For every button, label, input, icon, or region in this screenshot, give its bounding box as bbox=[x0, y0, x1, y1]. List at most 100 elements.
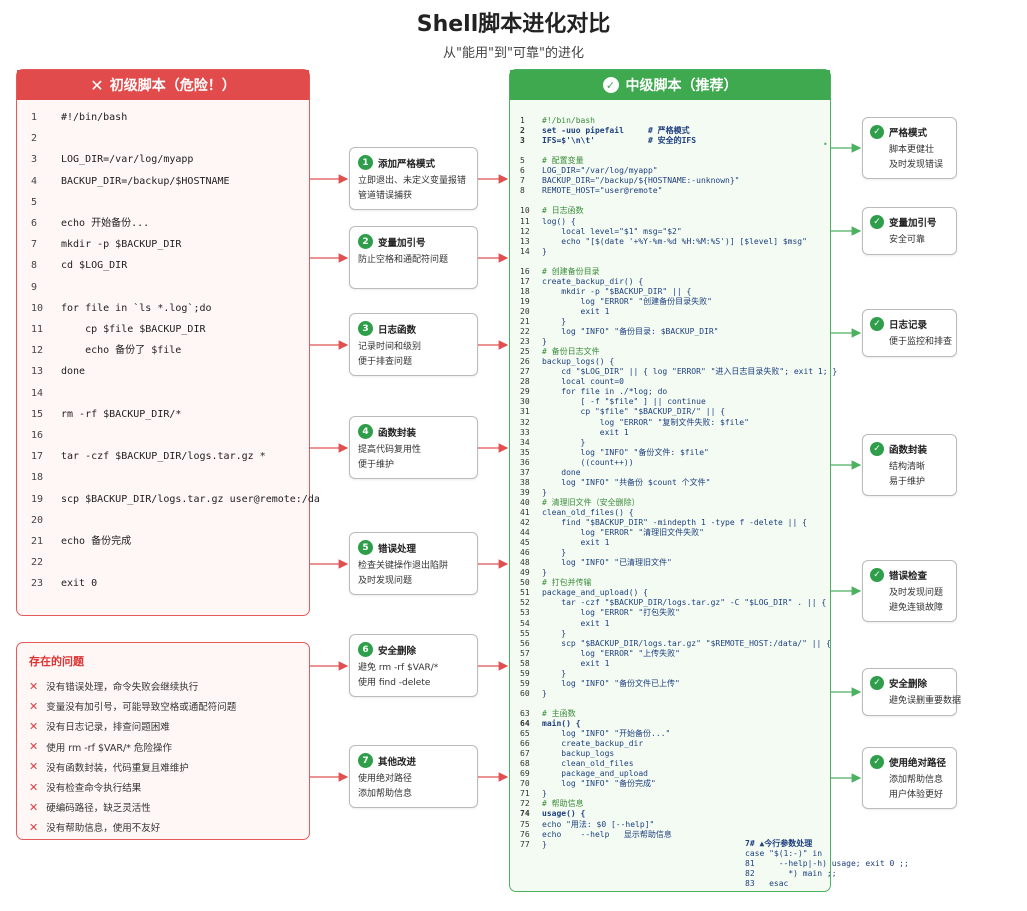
line-text: # 帮助信息 bbox=[542, 799, 584, 809]
step-description: 防止空格和通配符问题 bbox=[358, 253, 469, 268]
code-line: 11 cp $file $BACKUP_DIR bbox=[17, 320, 309, 340]
step-desc-line: 提高代码复用性 bbox=[358, 445, 422, 455]
line-text: mkdir -p "$BACKUP_DIR" || { bbox=[542, 286, 692, 296]
line-text: #!/bin/bash bbox=[61, 112, 128, 123]
line-text: echo "[$(date '+%Y-%m-%d %H:%M:%S')] [$l… bbox=[542, 236, 807, 246]
line-number: 3 bbox=[520, 136, 525, 146]
code-line: 19 log "ERROR" "创建备份目录失败" bbox=[510, 297, 832, 307]
issue-text: 硬编码路径，缺乏灵活性 bbox=[46, 803, 151, 815]
line-text: log "INFO" "共备份 $count 个文件" bbox=[542, 477, 711, 487]
code-line: 69 package_and_upload bbox=[510, 769, 832, 779]
line-text: cd "$LOG_DIR" || { log "ERROR" "进入日志目录失败… bbox=[542, 367, 838, 377]
line-number: 66 bbox=[520, 739, 530, 749]
line-number: 15 bbox=[31, 408, 44, 420]
code-line: 59 } bbox=[510, 669, 832, 679]
line-text: exit 1 bbox=[542, 618, 610, 628]
step-title: 函数封装 bbox=[378, 427, 417, 439]
line-number: 6 bbox=[520, 166, 525, 176]
line-text: backup_logs() { bbox=[542, 357, 615, 367]
line-number: 50 bbox=[520, 578, 530, 588]
line-number: 4 bbox=[31, 175, 38, 187]
code-line: 35 log "INFO" "备份文件: $file" bbox=[510, 448, 832, 458]
code-line: 21 } bbox=[510, 317, 832, 327]
side-code-line: 83 esac bbox=[745, 879, 789, 889]
benefit-box: ✓使用绝对路径添加帮助信息用户体验更好 bbox=[862, 747, 957, 809]
line-text: } bbox=[542, 317, 567, 326]
line-text: } bbox=[542, 548, 567, 558]
benefit-head: ✓安全删除 bbox=[870, 676, 949, 690]
cross-icon: ✕ bbox=[29, 760, 39, 774]
code-line: 29 for file in ./*log; do bbox=[510, 387, 832, 397]
line-number: 23 bbox=[31, 578, 44, 590]
check-circle-icon: ✓ bbox=[870, 568, 884, 582]
number-badge: 5 bbox=[358, 540, 373, 555]
line-number: 46 bbox=[520, 548, 530, 558]
code-line: 48 log "INFO" "已清理旧文件" bbox=[510, 558, 832, 568]
line-text: } bbox=[542, 839, 547, 849]
step-head: 5 错误处理 bbox=[358, 540, 469, 555]
step-desc-line: 立即退出、未定义变量报错 bbox=[358, 176, 467, 186]
benefit-desc-line: 安全可靠 bbox=[889, 235, 926, 245]
issue-item: ✕没有错误处理，命令失败会继续执行 bbox=[29, 676, 297, 696]
code-line: 36 ((count++)) bbox=[510, 458, 832, 468]
step-description: 避免 rm -rf $VAR/*使用 find -delete bbox=[358, 661, 469, 691]
code-line: 42 find "$BACKUP_DIR" -mindepth 1 -type … bbox=[510, 518, 832, 528]
line-number: 6 bbox=[31, 218, 38, 229]
line-text: log "INFO" "备份文件已上传" bbox=[542, 678, 680, 688]
benefit-box: ✓变量加引号安全可靠 bbox=[862, 207, 957, 255]
cross-icon: ✕ bbox=[90, 75, 104, 95]
code-line: 32 log "ERROR" "复制文件失败: $file" bbox=[510, 418, 832, 428]
code-line: 57 log "ERROR" "上传失败" bbox=[510, 649, 832, 659]
step-desc-line: 便于维护 bbox=[358, 460, 395, 470]
benefit-desc-line: 易于维护 bbox=[889, 477, 926, 487]
line-text: } bbox=[542, 688, 547, 698]
benefit-head: ✓日志记录 bbox=[870, 317, 949, 331]
cross-icon: ✕ bbox=[29, 820, 39, 834]
step-title: 错误处理 bbox=[378, 543, 417, 555]
benefit-description: 结构清晰易于维护 bbox=[870, 460, 949, 490]
benefit-title: 变量加引号 bbox=[889, 218, 937, 229]
line-number: 2 bbox=[520, 126, 525, 136]
step-description: 检查关键操作退出陷阱及时发现问题 bbox=[358, 559, 469, 589]
benefit-title: 严格模式 bbox=[889, 128, 928, 139]
code-line: 34 } bbox=[510, 438, 832, 448]
line-text: [ -f "$file" ] || continue bbox=[542, 397, 706, 407]
line-number: 9 bbox=[31, 281, 38, 293]
code-line: 39} bbox=[510, 488, 832, 498]
line-text: exit 1 bbox=[542, 306, 610, 316]
code-line: 22 log "INFO" "备份目录: $BACKUP_DIR" bbox=[510, 327, 832, 337]
line-text: usage() { bbox=[542, 809, 586, 819]
side-code-line: 81 --help|-h) usage; exit 0 ;; bbox=[745, 859, 909, 869]
line-number: 30 bbox=[520, 397, 530, 407]
line-number: 8 bbox=[31, 260, 38, 272]
line-text: # 主函数 bbox=[542, 708, 576, 718]
code-line: 50# 打包并传输 bbox=[510, 578, 832, 588]
line-number: 70 bbox=[520, 779, 530, 789]
line-number: 59 bbox=[520, 668, 530, 678]
issue-text: 没有检查命令执行结果 bbox=[46, 783, 142, 795]
line-text: log() { bbox=[542, 216, 576, 226]
benefit-desc-line: 脚本更健壮 bbox=[889, 145, 935, 155]
line-text: } bbox=[542, 628, 567, 638]
code-line: 33 exit 1 bbox=[510, 428, 832, 438]
line-text: scp "$BACKUP_DIR/logs.tar.gz" "$REMOTE_H… bbox=[542, 638, 831, 648]
line-number: 16 bbox=[31, 430, 44, 441]
line-number: 45 bbox=[520, 538, 530, 548]
benefit-desc-line: 及时发现问题 bbox=[889, 588, 944, 598]
benefit-desc-line: 及时发现错误 bbox=[889, 160, 944, 170]
code-line: 22 bbox=[17, 553, 309, 573]
code-line bbox=[510, 146, 832, 156]
benefit-title: 日志记录 bbox=[889, 320, 928, 331]
check-circle-icon: ✓ bbox=[870, 442, 884, 456]
code-line: 14} bbox=[510, 247, 832, 257]
code-line bbox=[510, 196, 832, 206]
line-number: 60 bbox=[520, 688, 530, 698]
